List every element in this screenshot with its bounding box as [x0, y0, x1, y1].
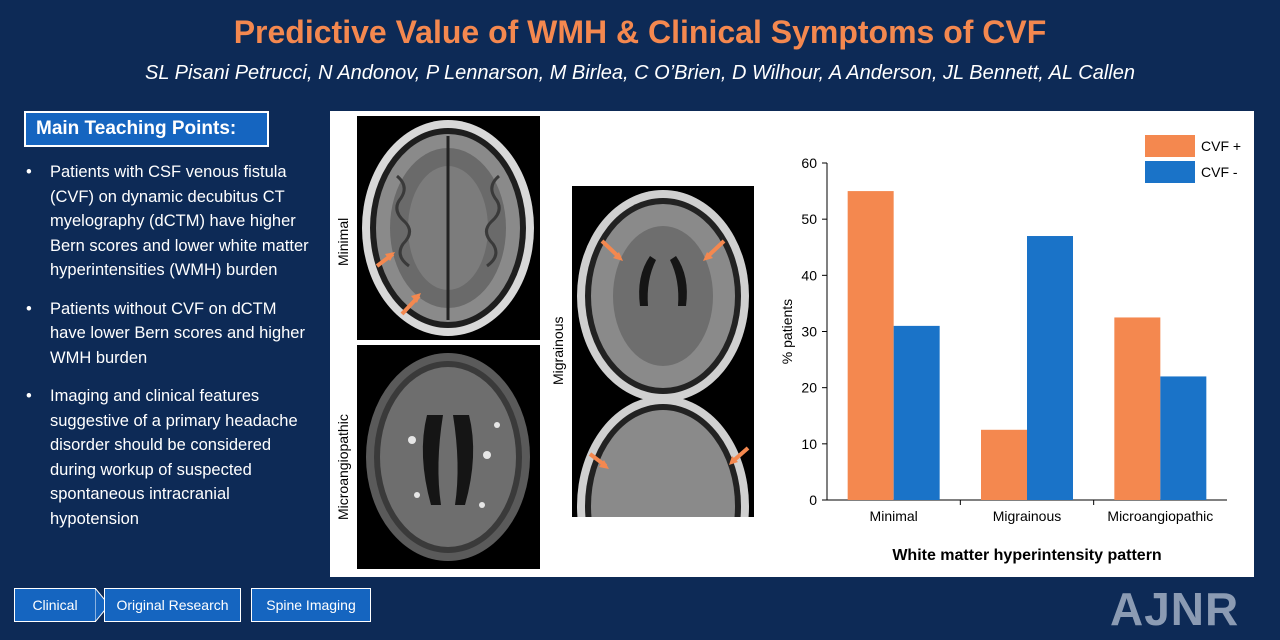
legend-swatch	[1145, 161, 1195, 183]
ajnr-logo: AJNR	[1110, 583, 1240, 635]
bar-cvf-negative	[893, 325, 940, 500]
minimal-label: Minimal	[335, 217, 351, 266]
y-tick-label: 0	[809, 492, 817, 508]
y-axis-title: % patients	[779, 299, 795, 364]
legend-swatch	[1145, 135, 1195, 157]
tag-clinical[interactable]: Clinical	[14, 588, 96, 622]
teaching-points-list: • Patients with CSF venous fistula (CVF)…	[24, 160, 314, 545]
bar-cvf-positive	[847, 191, 894, 500]
y-tick-label: 40	[801, 267, 817, 283]
y-tick-label: 10	[801, 436, 817, 452]
x-axis-title: White matter hyperintensity pattern	[892, 547, 1161, 564]
teaching-point-text: Patients without CVF on dCTM have lower …	[50, 299, 305, 367]
bullet-icon: •	[26, 387, 32, 405]
y-tick-label: 20	[801, 380, 817, 396]
bullet-icon: •	[26, 299, 32, 318]
bar-cvf-positive	[1114, 317, 1161, 500]
minimal-mri-image	[357, 116, 540, 340]
chevron-right-icon	[95, 588, 110, 622]
teaching-point-text: Imaging and clinical features suggestive…	[50, 387, 298, 528]
teaching-point: • Imaging and clinical features suggesti…	[24, 384, 314, 531]
y-tick-label: 30	[801, 324, 817, 340]
x-tick-label: Microangiopathic	[1107, 508, 1213, 524]
tag-original-research[interactable]: Original Research	[104, 588, 241, 622]
teaching-point-text: Patients with CSF venous fistula (CVF) o…	[50, 163, 309, 279]
teaching-points-heading: Main Teaching Points:	[24, 111, 269, 147]
page-title: Predictive Value of WMH & Clinical Sympt…	[233, 14, 1047, 50]
tag-spine-imaging[interactable]: Spine Imaging	[251, 588, 371, 622]
y-tick-label: 60	[801, 155, 817, 171]
teaching-point: • Patients with CSF venous fistula (CVF)…	[24, 160, 314, 283]
microangiopathic-mri-image	[357, 345, 540, 569]
migrainous-label: Migrainous	[550, 316, 566, 385]
bar-cvf-positive	[981, 429, 1027, 500]
migrainous-mri-image	[572, 186, 754, 517]
author-list: SL Pisani Petrucci, N Andonov, P Lennars…	[145, 62, 1135, 84]
bullet-icon: •	[26, 163, 32, 181]
teaching-point: • Patients without CVF on dCTM have lowe…	[24, 297, 314, 371]
microangiopathic-label: Microangiopathic	[335, 414, 351, 520]
legend-label: CVF -	[1201, 164, 1238, 180]
y-tick-label: 50	[801, 211, 817, 227]
bar-cvf-negative	[1027, 236, 1073, 500]
x-tick-label: Minimal	[870, 508, 918, 524]
bar-cvf-negative	[1160, 376, 1207, 500]
legend-label: CVF +	[1201, 138, 1241, 154]
x-tick-label: Migrainous	[993, 508, 1061, 524]
